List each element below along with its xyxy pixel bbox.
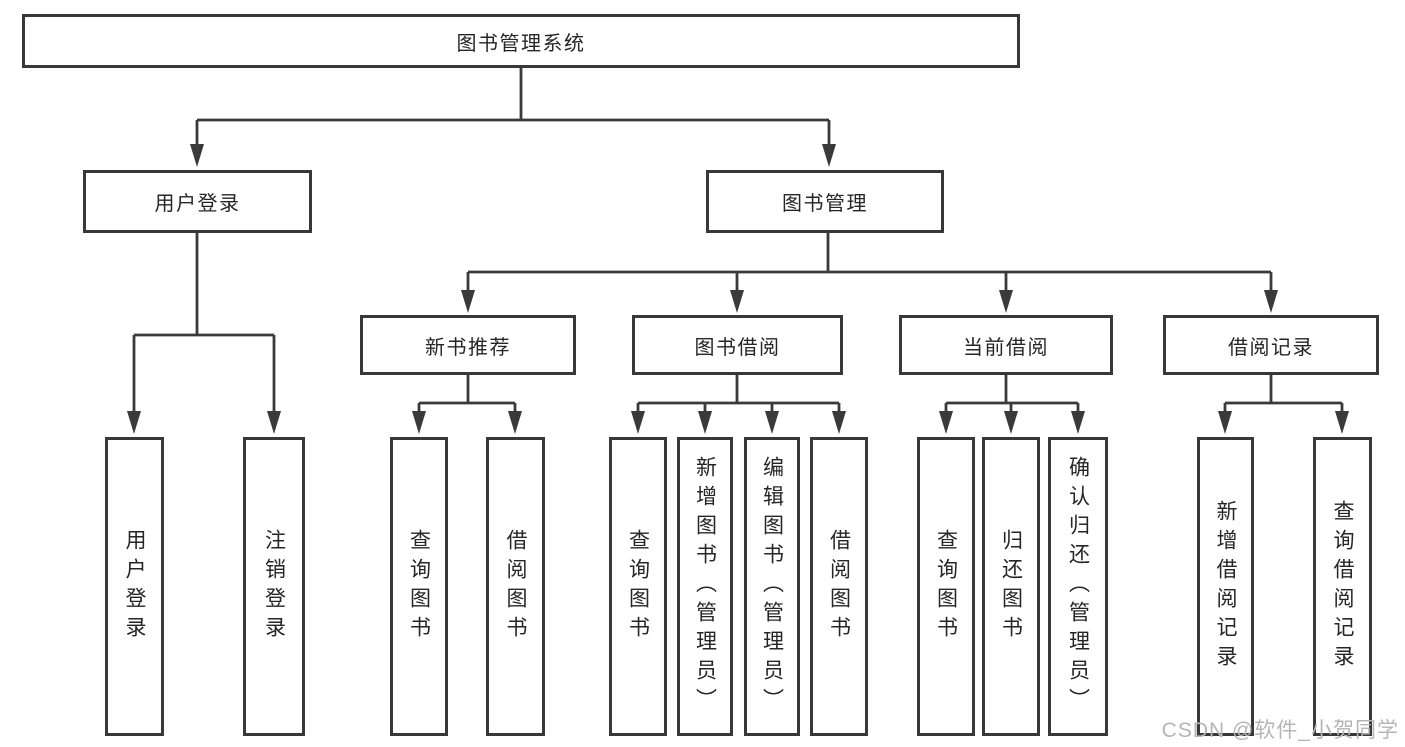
leaf-query-books-recommend: 查询图书 (390, 437, 448, 736)
node-label: 借阅图书 (504, 528, 527, 645)
connector-book-management-to-level3 (461, 233, 1278, 313)
csdn-watermark: CSDN @软件_小贺同学 (1161, 719, 1399, 742)
connector-user-login-to-leaves (127, 233, 281, 434)
node-label: 确认归还（管理员） (1066, 456, 1090, 717)
node-label: 查询图书 (407, 528, 431, 645)
connector-borrow-records-to-leaves (1218, 375, 1349, 434)
leaf-borrow-books-recommend: 借阅图书 (486, 437, 545, 736)
node-label: 注销登录 (262, 528, 286, 645)
node-label: 查询图书 (934, 528, 958, 645)
node-label: 归还图书 (999, 528, 1023, 645)
connector-new-book-recommend-to-leaves (412, 375, 522, 434)
leaf-edit-books-admin: 编辑图书（管理员） (744, 437, 800, 736)
node-book-management: 图书管理 (706, 170, 944, 233)
node-current-borrow: 当前借阅 (899, 315, 1113, 375)
node-label: 新书推荐 (425, 336, 511, 359)
leaf-add-borrow-record: 新增借阅记录 (1197, 437, 1254, 736)
node-borrow-records: 借阅记录 (1163, 315, 1379, 375)
node-user-login: 用户登录 (83, 170, 312, 233)
node-label: 新增图书（管理员） (693, 456, 717, 717)
leaf-query-books-borrow: 查询图书 (609, 437, 667, 736)
leaf-add-books-admin: 新增图书（管理员） (677, 437, 733, 736)
connector-root-to-level2 (190, 68, 836, 167)
leaf-query-borrow-record: 查询借阅记录 (1313, 437, 1372, 736)
node-label: 用户登录 (154, 193, 241, 215)
connector-current-borrow-to-leaves (939, 375, 1085, 434)
leaf-logout-login: 注销登录 (243, 437, 305, 736)
node-label: 查询图书 (626, 528, 650, 645)
node-label: 新增借阅记录 (1214, 499, 1237, 674)
node-label: 查询借阅记录 (1331, 499, 1354, 674)
node-label: 图书管理 (782, 193, 868, 215)
leaf-user-login: 用户登录 (105, 437, 164, 736)
node-label: 当前借阅 (963, 336, 1049, 359)
node-label: 图书借阅 (694, 336, 781, 359)
leaf-query-books-current: 查询图书 (917, 437, 975, 736)
node-label: 编辑图书（管理员） (760, 456, 784, 717)
node-label: 图书管理系统 (456, 32, 586, 55)
node-label: 借阅记录 (1228, 336, 1314, 359)
node-new-book-recommend: 新书推荐 (360, 315, 576, 375)
leaf-return-books: 归还图书 (982, 437, 1040, 736)
connector-book-borrow-to-leaves (631, 375, 846, 434)
node-label: 借阅图书 (827, 528, 851, 645)
node-label: 用户登录 (123, 528, 146, 645)
leaf-confirm-return-admin: 确认归还（管理员） (1048, 437, 1108, 736)
node-book-borrow: 图书借阅 (632, 315, 843, 375)
node-book-management-system: 图书管理系统 (22, 14, 1020, 68)
leaf-borrow-books: 借阅图书 (810, 437, 868, 736)
